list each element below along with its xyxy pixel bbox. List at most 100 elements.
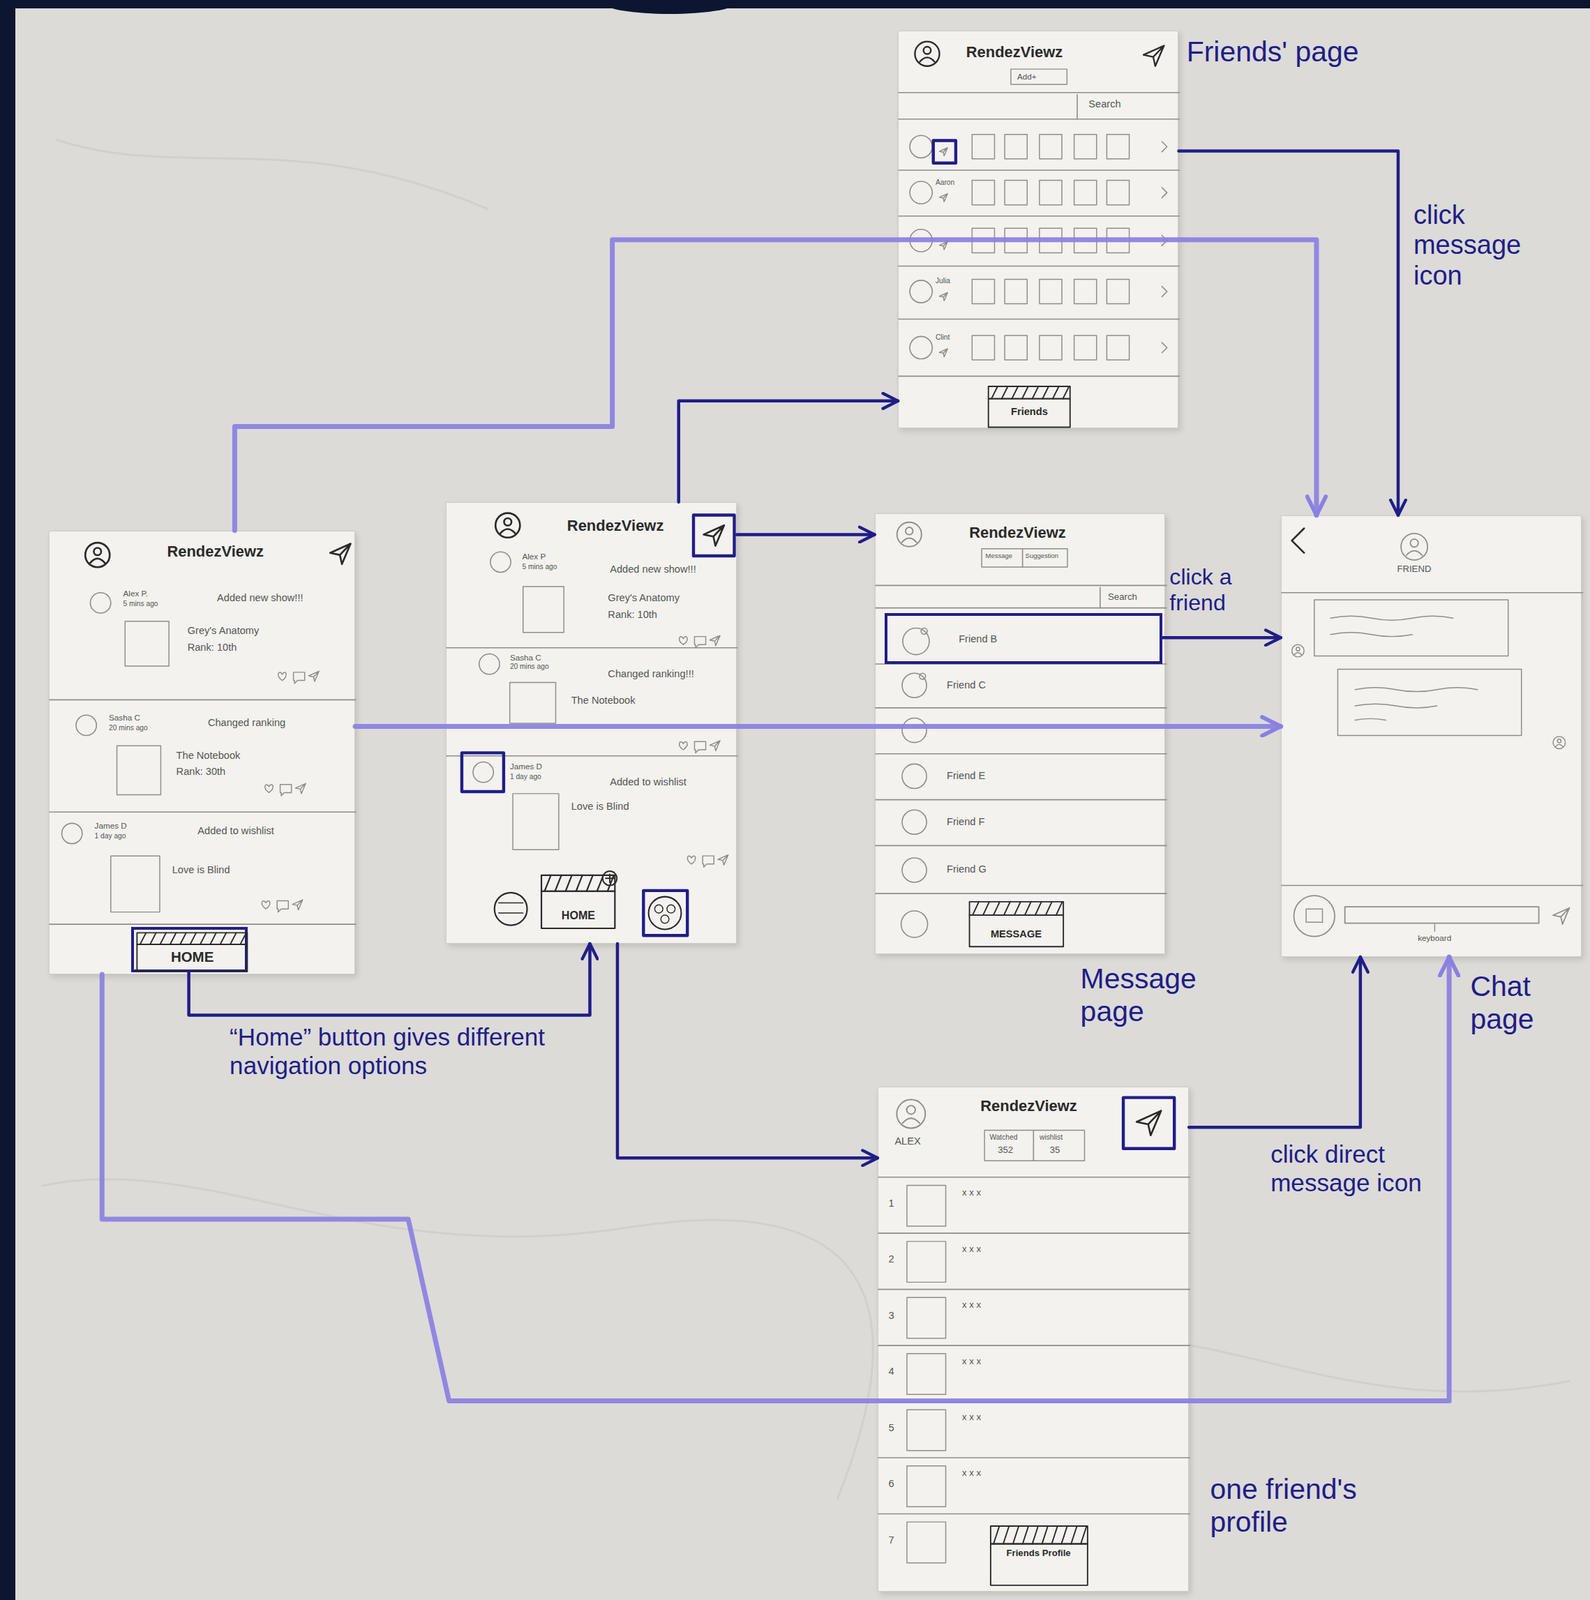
poster-box — [1004, 335, 1027, 360]
screen-text: Added to wishlist — [609, 776, 687, 789]
sketch-circle — [909, 280, 933, 303]
avatar-head — [923, 46, 932, 55]
like-icon — [679, 636, 688, 645]
sketch-line — [898, 92, 1180, 94]
chevron-icon — [1162, 141, 1168, 153]
flow-arrow — [1188, 957, 1361, 1128]
poster-box — [972, 335, 995, 360]
flow-arrow — [678, 401, 898, 503]
screen-text: Friend E — [946, 770, 986, 783]
screen-text: 1 — [888, 1197, 895, 1210]
page-heading: Message page — [1080, 962, 1209, 1029]
screen-text: MESSAGE — [990, 928, 1042, 941]
poster-box — [972, 228, 995, 253]
flow-arrow — [736, 533, 875, 537]
screen-text: 35 — [1050, 1144, 1061, 1156]
sketch-circle — [909, 135, 933, 158]
send-icon — [292, 900, 303, 911]
sketch-line — [875, 893, 1167, 895]
sketch-circle — [918, 673, 926, 680]
clapper-stripe — [1070, 1526, 1077, 1544]
poster-box — [1004, 180, 1027, 205]
chat-bubble — [1314, 600, 1509, 656]
send-icon — [295, 783, 307, 794]
keyboard-arrow — [1433, 924, 1435, 932]
avatar-body — [1555, 744, 1563, 747]
screen-text: Friends Profile — [997, 1548, 1080, 1559]
screen-text: Message — [985, 552, 1014, 561]
screen-text: 1 day ago — [510, 773, 542, 782]
clapper-stripe — [1012, 386, 1019, 400]
screen-sketch: RendezViewzAlex P.5 mins agoAdded new sh… — [48, 530, 356, 975]
sketch-line — [898, 169, 1180, 171]
screen-text: Alex P — [521, 551, 546, 561]
poster-box — [906, 1522, 947, 1564]
sketch-circle — [902, 673, 927, 698]
screen-text: Add+ — [1017, 71, 1037, 81]
screen-sketch: one friend's profileRendezViewzALEXWatch… — [877, 1086, 1189, 1593]
screen-sketch: Friends' pageRendezViewzAdd+SearchAaronJ… — [897, 30, 1179, 429]
screen-text: Friend B — [958, 633, 997, 646]
avatar-icon — [1291, 644, 1304, 658]
clapper-board — [137, 944, 248, 972]
screen-text: 7 — [888, 1534, 895, 1547]
clapper-stripe — [607, 875, 614, 892]
clapper-stripe — [1003, 902, 1011, 916]
poster-box — [972, 279, 995, 304]
screen-text: RendezViewz — [980, 1097, 1078, 1115]
send-icon — [939, 292, 949, 301]
sketch-circle — [62, 823, 83, 844]
sketch-group — [875, 521, 1167, 947]
screen-text: 352 — [997, 1144, 1014, 1156]
chevron-icon — [1162, 286, 1168, 298]
back-icon — [1291, 528, 1304, 553]
screen-text: wishlist — [1039, 1133, 1063, 1143]
screen-text: 5 mins ago — [521, 563, 557, 572]
screen-text: Changed ranking — [207, 717, 286, 730]
sketch-line — [875, 584, 1167, 587]
clapper-stripe — [1055, 902, 1062, 916]
screen-text: Suggestion — [1025, 552, 1060, 561]
screen-text: 1 day ago — [94, 832, 127, 841]
screen-text: Julia — [935, 276, 951, 286]
stats-table — [984, 1130, 1085, 1161]
avatar-icon — [896, 1099, 926, 1129]
screen-text: The Notebook — [571, 694, 636, 707]
poster-box — [1039, 335, 1062, 360]
sketch-circle — [490, 551, 511, 573]
sketch-circle — [660, 915, 670, 924]
sketch-line — [875, 844, 1167, 847]
screen-text: Search — [1107, 591, 1138, 603]
screen-text: Changed ranking!!! — [607, 668, 694, 681]
poster-box — [512, 793, 559, 850]
screen-sketch: Message pageRendezViewzMessageSuggestion… — [874, 513, 1166, 955]
clapper-stripe — [170, 933, 177, 946]
edge-label: click direct message icon — [1270, 1140, 1434, 1198]
screen-text: The Notebook — [176, 750, 241, 762]
edge-label: click message icon — [1413, 200, 1577, 292]
scribble — [1354, 687, 1478, 720]
sketch-circle — [479, 653, 500, 674]
poster-box — [1074, 180, 1097, 205]
sketch-line — [878, 1345, 1190, 1347]
send-icon — [330, 543, 351, 564]
sketch-group — [446, 512, 738, 936]
screen-text: 3 — [888, 1310, 895, 1323]
clapper-stripe — [1032, 386, 1039, 400]
sketch-group — [878, 1097, 1190, 1586]
sketch-group — [137, 933, 248, 973]
poster-box — [1039, 279, 1062, 304]
clapper-stripe — [190, 933, 197, 946]
send-icon — [939, 348, 949, 358]
tab-bar — [981, 548, 1068, 567]
screen-text: 5 — [888, 1422, 895, 1435]
poster-box — [906, 1354, 947, 1396]
screen-text: Added to wishlist — [197, 825, 275, 838]
poster-box — [906, 1466, 947, 1508]
poster-box — [1107, 228, 1130, 253]
clapper-stripe — [160, 933, 167, 946]
sketch-line — [898, 318, 1180, 321]
